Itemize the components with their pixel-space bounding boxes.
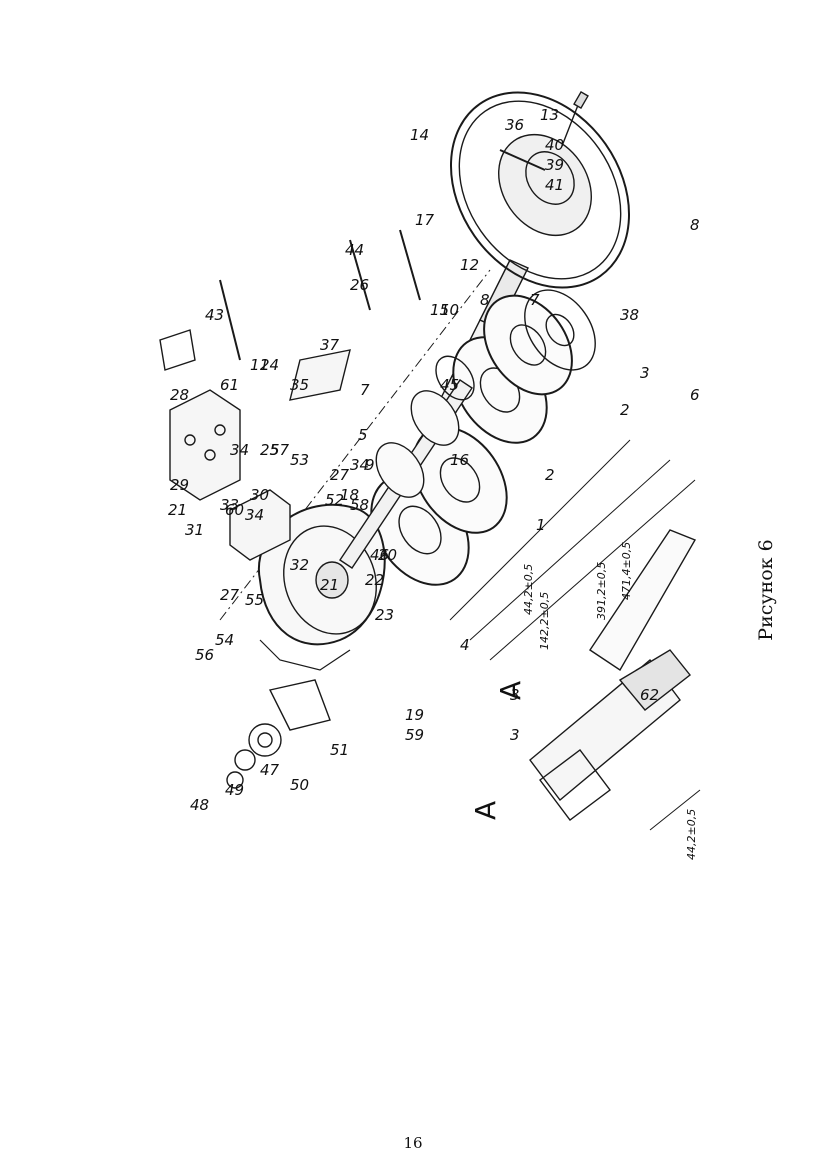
callout-label: 60 <box>225 501 244 519</box>
dimension-label: 44,2±0,5 <box>522 564 535 615</box>
callout-label: 45 <box>440 376 459 394</box>
callout-label: 61 <box>220 376 239 394</box>
callout-label: 39 <box>545 156 564 174</box>
page-number: 16 <box>403 1134 423 1152</box>
callout-label: 58 <box>350 496 369 514</box>
callout-label: 14 <box>410 126 429 144</box>
callout-label: 46 <box>370 546 389 564</box>
callout-label: 34 <box>350 456 369 474</box>
brackets <box>159 329 351 561</box>
callout-label: 8 <box>480 291 490 309</box>
bolts <box>219 149 546 361</box>
callout-label: 55 <box>245 591 264 609</box>
view-marks: A A <box>469 681 527 820</box>
callout-label: 31 <box>185 521 204 539</box>
view-mark-a: A <box>494 681 527 700</box>
callout-label: 15 <box>430 301 449 319</box>
dimension-label: 44,2±0,5 <box>685 809 698 860</box>
callout-label: 57 <box>270 441 290 459</box>
callout-label: 36 <box>505 116 524 134</box>
callout-label: 30 <box>250 486 269 504</box>
callout-label: 49 <box>225 781 244 799</box>
upper-shaft <box>339 355 475 569</box>
sprocket <box>226 679 331 789</box>
callout-labels: 1 2 2 3 3 3 4 5 6 7 7 8 8 9 10 11 12 13 … <box>168 106 700 814</box>
callout-label: 62 <box>640 686 659 704</box>
callout-label: 3 <box>510 726 520 744</box>
callout-label: 2 <box>620 401 630 419</box>
callout-label: 34 <box>245 506 264 524</box>
callout-label: 32 <box>290 556 309 574</box>
callout-label: 26 <box>350 276 369 294</box>
callout-label: 13 <box>540 106 559 124</box>
callout-label: 53 <box>290 451 309 469</box>
detail-view-a <box>529 649 691 821</box>
callout-label: 7 <box>360 381 370 399</box>
pulley <box>449 90 631 289</box>
callout-label: 9 <box>365 456 375 474</box>
callout-label: 38 <box>620 306 639 324</box>
dimension-texts: 44,2±0,5 142,2±0,5 391,2±0,5 471,4±0,5 4… <box>522 542 698 860</box>
dimension-label: 142,2±0,5 <box>538 592 551 650</box>
callout-label: 40 <box>545 136 564 154</box>
callout-label: 27 <box>330 466 350 484</box>
dimension-label: 471,4±0,5 <box>620 542 633 600</box>
callout-label: 21 <box>168 501 187 519</box>
callout-label: 25 <box>260 441 279 459</box>
callout-label: 44 <box>345 241 364 259</box>
dimension-lines <box>449 439 701 831</box>
callout-label: 8 <box>690 216 700 234</box>
callout-label: 48 <box>190 796 209 814</box>
callout-label: 47 <box>260 761 280 779</box>
callout-label: 4 <box>460 636 470 654</box>
cutter-discs <box>370 289 596 586</box>
callout-label: 35 <box>290 376 309 394</box>
callout-label: 23 <box>375 606 394 624</box>
callout-label: 16 <box>450 451 469 469</box>
callout-label: 7 <box>530 291 540 309</box>
callout-label: 17 <box>415 211 435 229</box>
callout-label: 27 <box>220 586 240 604</box>
callout-label: 19 <box>405 706 424 724</box>
callout-label: 18 <box>340 486 359 504</box>
figure-caption: Рисунок 6 <box>755 539 777 641</box>
callout-label: 2 <box>545 466 555 484</box>
callout-label: 41 <box>545 176 564 194</box>
dimension-label: 391,2±0,5 <box>595 562 608 620</box>
view-mark-a: A <box>469 801 502 820</box>
exploded-assembly-drawing: 1 2 2 3 3 3 4 5 6 7 7 8 8 9 10 11 12 13 … <box>150 60 710 894</box>
callout-label: 24 <box>260 356 279 374</box>
callout-label: 52 <box>325 491 344 509</box>
callout-label: 5 <box>358 426 368 444</box>
callout-label: 6 <box>690 386 700 404</box>
callout-label: 11 <box>250 356 269 374</box>
callout-label: 59 <box>405 726 424 744</box>
callout-label: 29 <box>170 476 189 494</box>
callout-label: 21 <box>320 576 339 594</box>
callout-label: 43 <box>205 306 224 324</box>
blade-plate <box>589 529 697 671</box>
callout-label: 33 <box>220 496 239 514</box>
callout-label: 3 <box>510 686 520 704</box>
callout-label: 20 <box>378 546 397 564</box>
callout-label: 10 <box>440 301 459 319</box>
callout-label: 51 <box>330 741 349 759</box>
callout-label: 34 <box>230 441 249 459</box>
callout-label: 22 <box>365 571 384 589</box>
callout-label: 56 <box>195 646 214 664</box>
callout-label: 50 <box>290 776 309 794</box>
callout-label: 12 <box>460 256 479 274</box>
callout-label: 54 <box>215 631 234 649</box>
callout-label: 1 <box>536 516 546 534</box>
callout-label: 37 <box>320 336 340 354</box>
callout-label: 3 <box>640 364 650 382</box>
callout-label: 28 <box>170 386 189 404</box>
